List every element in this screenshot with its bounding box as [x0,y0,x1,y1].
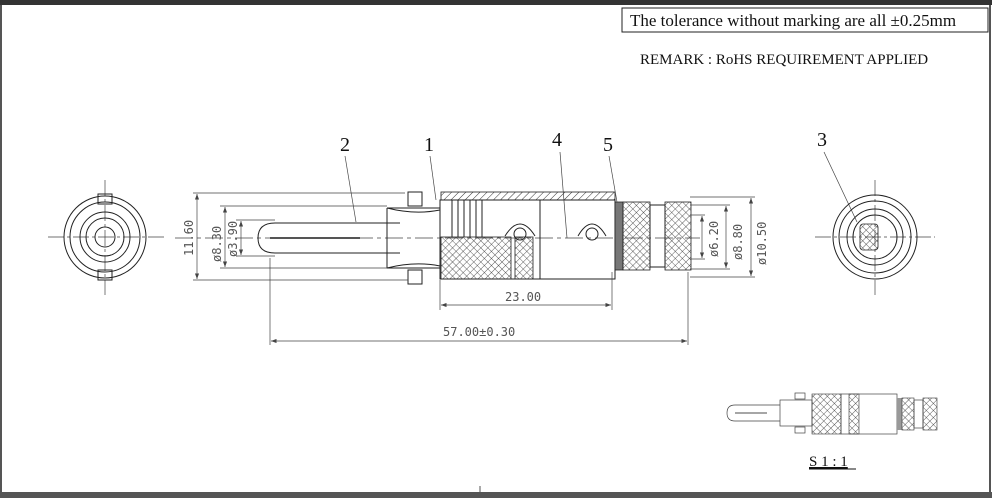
dim-dia-3-90: ø3.90 [226,221,240,257]
part-callouts: 1 2 3 4 5 [340,129,858,239]
callout-1: 1 [424,134,434,156]
tolerance-note: The tolerance without marking are all ±0… [630,11,956,30]
dim-dia-10-50: ø10.50 [755,222,769,265]
left-end-view [48,180,165,295]
scale-thumbnail: S 1 : 1 [726,392,938,470]
callout-4: 4 [552,129,562,151]
dim-57-00: 57.00±0.30 [443,325,515,339]
right-end-view [815,180,935,295]
scale-label: S 1 : 1 [809,454,848,470]
connector-side-view [175,191,755,345]
dim-23-00: 23.00 [505,290,541,304]
callout-2: 2 [340,134,350,156]
dim-11-60: 11.60 [182,220,196,256]
dim-dia-8-30: ø8.30 [210,226,224,262]
callout-3: 3 [817,129,827,151]
tolerance-note-box: The tolerance without marking are all ±0… [621,7,989,33]
dimensions: 11.60 ø8.30 ø3.90 23.00 57.00±0.30 ø6.20… [182,194,769,344]
dim-dia-6-20: ø6.20 [707,221,721,257]
dim-dia-8-80: ø8.80 [731,224,745,260]
rohs-remark: REMARK : RoHS REQUIREMENT APPLIED [640,52,928,68]
callout-5: 5 [603,134,613,156]
